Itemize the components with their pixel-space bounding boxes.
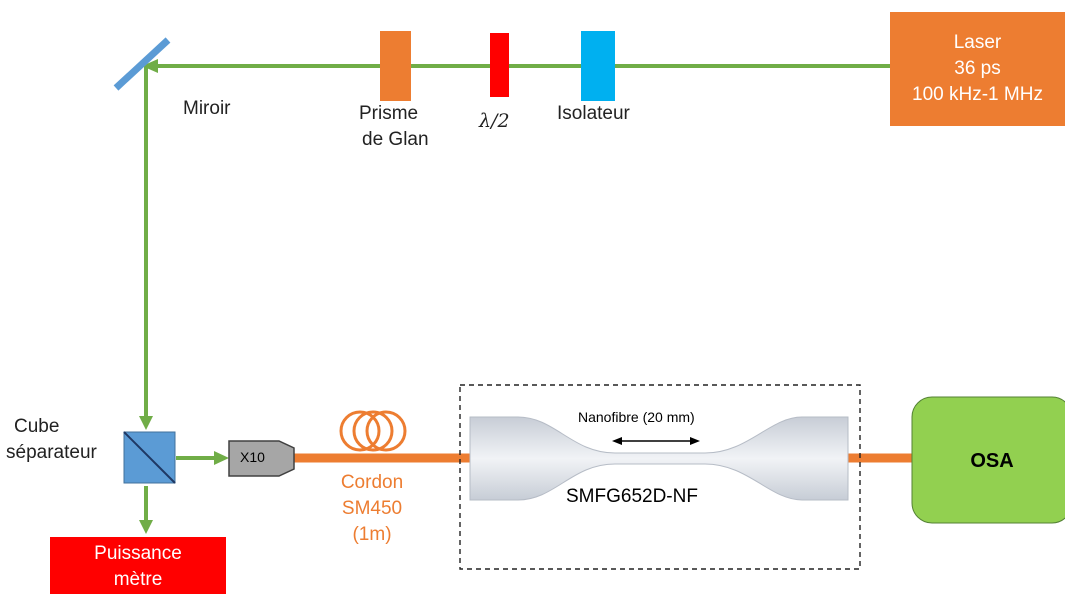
objective-label: X10 (240, 449, 265, 465)
nanofibre-arrowhead-left (612, 437, 622, 445)
glan-prism-line-2: de Glan (362, 129, 429, 150)
power-meter-line-1: Puissance (94, 543, 182, 564)
cordon-line-2: SM450 (341, 498, 403, 519)
mirror-label: Miroir (183, 98, 231, 119)
tapered-fibre (469, 416, 849, 501)
power-meter-box (50, 537, 226, 594)
isolator (581, 31, 615, 101)
beam-arrow-to-mirror (142, 59, 158, 73)
laser-line-1: Laser (953, 32, 1002, 53)
laser-line-3: 100 kHz-1 MHz (912, 84, 1043, 105)
nanofibre-enclosure (459, 384, 861, 570)
osa-box (911, 396, 1065, 524)
nanofibre-length-label: Nanofibre (20 mm) (578, 409, 695, 425)
nanofibre-arrowhead-right (690, 437, 700, 445)
beam-arrow-to-powermeter (139, 520, 153, 534)
beam-arrow-to-cube (139, 416, 153, 430)
beam-arrow-to-objective (214, 451, 229, 465)
laser-line-2: 36 ps (954, 58, 1001, 79)
glan-prism (380, 31, 411, 101)
osa-label: OSA (970, 450, 1014, 472)
laser-label: Laser 36 ps 100 kHz-1 MHz (890, 30, 1065, 108)
glan-prism-label: Prisme de Glan (359, 101, 429, 153)
nanofibre-name-label: SMFG652D-NF (566, 486, 698, 507)
beam-splitter-line-2: séparateur (6, 442, 97, 463)
isolator-label: Isolateur (557, 103, 630, 124)
cordon-line-1: Cordon (340, 472, 404, 493)
half-wave-plate (490, 33, 509, 97)
beam-splitter-line-1: Cube (14, 416, 60, 437)
beam-splitter-label: Cube séparateur (0, 414, 128, 466)
fiber-coil (339, 410, 407, 452)
objective-x10 (228, 440, 295, 477)
mirror (113, 37, 171, 91)
cordon-line-3: (1m) (352, 524, 392, 545)
glan-prism-line-1: Prisme (359, 103, 419, 124)
power-meter-label: Puissance mètre (50, 541, 226, 593)
half-wave-plate-label: λ/2 (479, 110, 510, 132)
cordon-label: Cordon SM450 (1m) (327, 470, 417, 548)
power-meter-line-2: mètre (113, 569, 163, 590)
beam-splitter-diagonal (123, 431, 176, 484)
laser-box (890, 12, 1065, 126)
